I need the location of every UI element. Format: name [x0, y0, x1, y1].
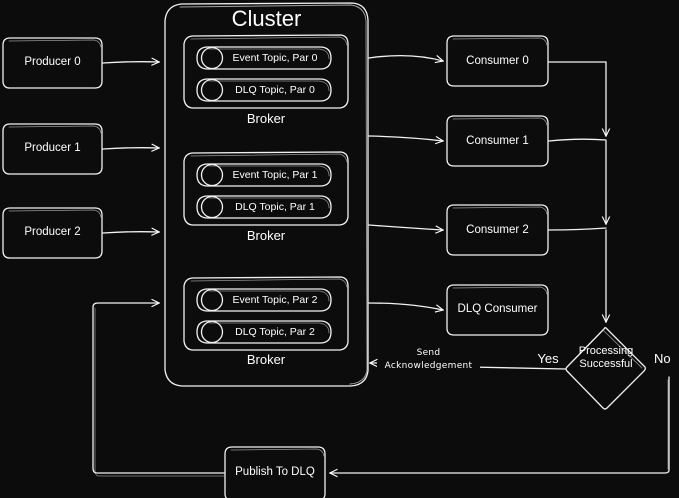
- diagram-strokes: [2, 2, 670, 498]
